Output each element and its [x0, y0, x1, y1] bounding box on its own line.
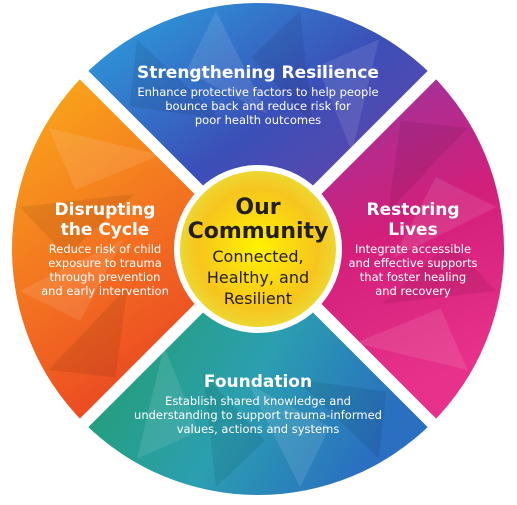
segment-description-line: bounce back and reduce risk for [165, 99, 351, 113]
segment-description-line: and early intervention [41, 284, 169, 298]
divider-line [76, 67, 205, 196]
center-subtitle-line: Resilient [224, 289, 292, 308]
restoring-lives-text: Restoring Lives Integrate accessible and… [348, 200, 477, 298]
segment-description-line: Reduce risk of child [49, 242, 161, 256]
facet-shape [129, 39, 221, 119]
segment-description-line: and effective supports [348, 256, 477, 270]
segment-description-line: Integrate accessible [355, 242, 471, 256]
segment-title: Disrupting [55, 200, 156, 220]
segment-description-line: understanding to support trauma-informed [134, 408, 382, 422]
divider-line [311, 67, 440, 196]
segment-dividers [76, 67, 440, 431]
center-subtitle-line: Healthy, and [207, 268, 309, 287]
segment-description-line: values, actions and systems [177, 422, 340, 436]
segment-description-line: Enhance protective factors to help peopl… [137, 85, 378, 99]
segment-description-line: Establish shared knowledge and [165, 394, 351, 408]
divider-line [76, 302, 205, 431]
facet-shape [19, 239, 124, 321]
segment-foundation [84, 249, 432, 496]
facet-shape [48, 286, 128, 378]
disrupting-the-cycle-text: Disrupting the Cycle Reduce risk of chil… [41, 200, 169, 298]
facet-shape [19, 194, 135, 256]
facet-shape [48, 128, 161, 190]
segment-title: Strengthening Resilience [137, 63, 379, 83]
facet-shape [381, 242, 497, 304]
facet-shape [137, 346, 199, 459]
foundation-text: Foundation Establish shared knowledge an… [134, 372, 382, 436]
segment-strengthening-resilience [84, 2, 432, 250]
segment-disrupting-the-cycle [11, 75, 258, 423]
segment-restoring-lives [258, 75, 505, 423]
facet-shape [248, 384, 330, 488]
facet-texture [19, 10, 497, 488]
strengthening-resilience-text: Strengthening Resilience Enhance protect… [137, 63, 379, 127]
center-title-line: Our [235, 195, 280, 220]
segment-title: Foundation [204, 372, 312, 392]
facet-shape [388, 120, 468, 212]
center-disc [180, 171, 336, 327]
center-subtitle: Connected, Healthy, and Resilient [207, 247, 309, 308]
center-title: Our Community [188, 195, 329, 244]
segment-description-line: and recovery [375, 284, 451, 298]
segment-description-line: poor health outcomes [195, 113, 321, 127]
facet-shape [251, 10, 313, 126]
segment-description-line: through prevention [50, 270, 161, 284]
facet-shape [393, 177, 497, 259]
facet-shape [355, 308, 468, 370]
segment-description-line: exposure to trauma [48, 256, 162, 270]
segment-title: Restoring [366, 200, 459, 220]
facet-shape [203, 372, 265, 488]
divider-line [311, 302, 440, 431]
segment-title: Lives [388, 220, 437, 240]
center-subtitle-line: Connected, [212, 247, 303, 266]
center-title-line: Community [188, 219, 329, 244]
facet-shape [186, 10, 268, 115]
facet-shape [317, 39, 379, 152]
segment-description-line: that foster healing [360, 270, 466, 284]
facet-shape [295, 379, 387, 459]
segment-title: the Cycle [61, 220, 150, 240]
